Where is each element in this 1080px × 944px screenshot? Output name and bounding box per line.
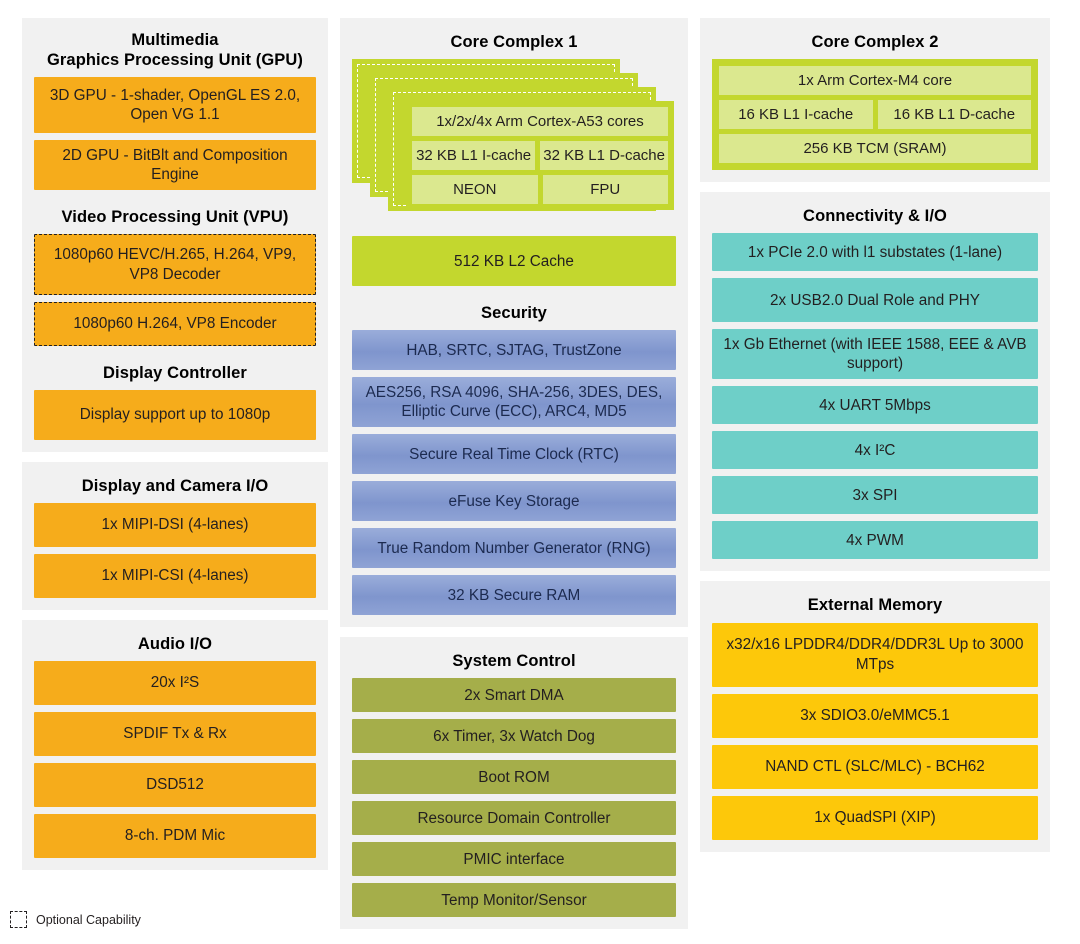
block-tcm-sram[interactable]: 256 KB TCM (SRAM) [719,134,1031,164]
legend-label-optional-capability: Optional Capability [36,912,141,927]
panel-connectivity-io: Connectivity & I/O 1x PCIe 2.0 with l1 s… [700,192,1050,572]
block-temp-monitor[interactable]: Temp Monitor/Sensor [352,883,676,918]
cc1-row-caches: 32 KB L1 I-cache 32 KB L1 D-cache [412,141,668,171]
block-hab-srtc[interactable]: HAB, SRTC, SJTAG, TrustZone [352,330,676,371]
cc1-row-cores: 1x/2x/4x Arm Cortex-A53 cores [412,107,668,137]
block-sdio-emmc[interactable]: 3x SDIO3.0/eMMC5.1 [712,693,1038,738]
legend: Optional Capability [10,911,141,928]
panel-external-memory: External Memory x32/x16 LPDDR4/DDR4/DDR3… [700,581,1050,852]
block-quadspi[interactable]: 1x QuadSPI (XIP) [712,795,1038,840]
block-pmic-interface[interactable]: PMIC interface [352,842,676,877]
cc1-row-neon-fpu: NEON FPU [412,175,668,205]
block-l1-dcache[interactable]: 32 KB L1 D-cache [540,141,668,171]
block-mipi-csi[interactable]: 1x MIPI-CSI (4-lanes) [34,553,316,598]
cc2-row-caches: 16 KB L1 I-cache 16 KB L1 D-cache [719,100,1031,130]
panel-title-core-complex-2: Core Complex 2 [811,33,939,51]
panel-multimedia: Multimedia Graphics Processing Unit (GPU… [22,18,328,452]
block-secure-ram[interactable]: 32 KB Secure RAM [352,575,676,616]
block-display-support[interactable]: Display support up to 1080p [34,389,316,440]
panel-core-complex-2: Core Complex 2 1x Arm Cortex-M4 core 16 … [700,18,1050,183]
block-nand-ctl[interactable]: NAND CTL (SLC/MLC) - BCH62 [712,744,1038,789]
block-neon[interactable]: NEON [412,175,538,205]
left-column: Multimedia Graphics Processing Unit (GPU… [22,18,328,880]
block-mipi-dsi[interactable]: 1x MIPI-DSI (4-lanes) [34,502,316,547]
panel-audio-io: Audio I/O 20x I²S SPDIF Tx & Rx DSD512 8… [22,619,328,870]
cc2-row-core: 1x Arm Cortex-M4 core [719,66,1031,96]
panel-system-control: System Control 2x Smart DMA 6x Timer, 3x… [340,637,688,930]
subtitle-security: Security [481,304,547,323]
block-dsd512[interactable]: DSD512 [34,762,316,807]
multimedia-title-line2: Graphics Processing Unit (GPU) [46,51,304,70]
block-resource-domain-controller[interactable]: Resource Domain Controller [352,801,676,836]
block-crypto-algorithms[interactable]: AES256, RSA 4096, SHA-256, 3DES, DES, El… [352,377,676,428]
multimedia-title-line1: Multimedia [131,31,219,49]
block-lpddr4[interactable]: x32/x16 LPDDR4/DDR4/DDR3L Up to 3000 MTp… [712,622,1038,687]
block-pdm-mic[interactable]: 8-ch. PDM Mic [34,813,316,858]
core-complex-1-card-stack: 1x/2x/4x Arm Cortex-A53 cores 32 KB L1 I… [352,59,676,227]
panel-title-external-memory: External Memory [807,596,943,615]
block-2d-gpu[interactable]: 2D GPU - BitBlt and Composition Engine [34,140,316,191]
panel-title-connectivity-io: Connectivity & I/O [803,207,947,226]
subtitle-display-controller: Display Controller [103,363,247,382]
block-i2s[interactable]: 20x I²S [34,660,316,705]
block-video-decoder[interactable]: 1080p60 HEVC/H.265, H.264, VP9, VP8 Deco… [34,234,316,295]
panel-title-display-camera-io: Display and Camera I/O [81,476,269,495]
panel-title-core-complex-1: Core Complex 1 [450,33,578,51]
right-column: Core Complex 2 1x Arm Cortex-M4 core 16 … [700,18,1050,862]
block-uart[interactable]: 4x UART 5Mbps [712,386,1038,425]
block-smart-dma[interactable]: 2x Smart DMA [352,678,676,713]
panel-title-multimedia: Multimedia Graphics Processing Unit (GPU… [34,28,316,77]
cc2-row-tcm: 256 KB TCM (SRAM) [719,134,1031,164]
block-secure-rtc[interactable]: Secure Real Time Clock (RTC) [352,434,676,475]
panel-core-complex-1: Core Complex 1 1x/2x/4x Arm Cortex-A53 c… [340,18,688,628]
block-cortex-m4-core[interactable]: 1x Arm Cortex-M4 core [719,66,1031,96]
panel-display-camera-io: Display and Camera I/O 1x MIPI-DSI (4-la… [22,461,328,610]
block-cortex-a53-cores[interactable]: 1x/2x/4x Arm Cortex-A53 cores [412,107,668,137]
block-video-encoder[interactable]: 1080p60 H.264, VP8 Encoder [34,301,316,346]
dashed-box-icon [10,911,27,928]
block-timer-watchdog[interactable]: 6x Timer, 3x Watch Dog [352,719,676,754]
core-card-front[interactable]: 1x/2x/4x Arm Cortex-A53 cores 32 KB L1 I… [406,101,674,211]
block-usb2[interactable]: 2x USB2.0 Dual Role and PHY [712,278,1038,323]
block-efuse-key-storage[interactable]: eFuse Key Storage [352,481,676,522]
block-trng[interactable]: True Random Number Generator (RNG) [352,528,676,569]
block-3d-gpu[interactable]: 3D GPU - 1-shader, OpenGL ES 2.0, Open V… [34,77,316,134]
block-m4-l1-icache[interactable]: 16 KB L1 I-cache [719,100,873,130]
block-gb-ethernet[interactable]: 1x Gb Ethernet (with IEEE 1588, EEE & AV… [712,329,1038,380]
block-pcie[interactable]: 1x PCIe 2.0 with l1 substates (1-lane) [712,233,1038,272]
block-spdif[interactable]: SPDIF Tx & Rx [34,711,316,756]
panel-title-system-control: System Control [452,652,576,671]
block-spi[interactable]: 3x SPI [712,476,1038,515]
core-complex-2-card[interactable]: 1x Arm Cortex-M4 core 16 KB L1 I-cache 1… [712,59,1038,171]
panel-title-audio-io: Audio I/O [137,634,213,653]
block-fpu[interactable]: FPU [542,175,668,205]
block-boot-rom[interactable]: Boot ROM [352,760,676,795]
block-m4-l1-dcache[interactable]: 16 KB L1 D-cache [877,100,1031,130]
block-l1-icache[interactable]: 32 KB L1 I-cache [412,141,536,171]
middle-column: Core Complex 1 1x/2x/4x Arm Cortex-A53 c… [340,18,688,939]
block-i2c[interactable]: 4x I²C [712,431,1038,470]
block-pwm[interactable]: 4x PWM [712,521,1038,560]
subtitle-vpu: Video Processing Unit (VPU) [61,208,289,227]
block-l2-cache[interactable]: 512 KB L2 Cache [352,236,676,287]
